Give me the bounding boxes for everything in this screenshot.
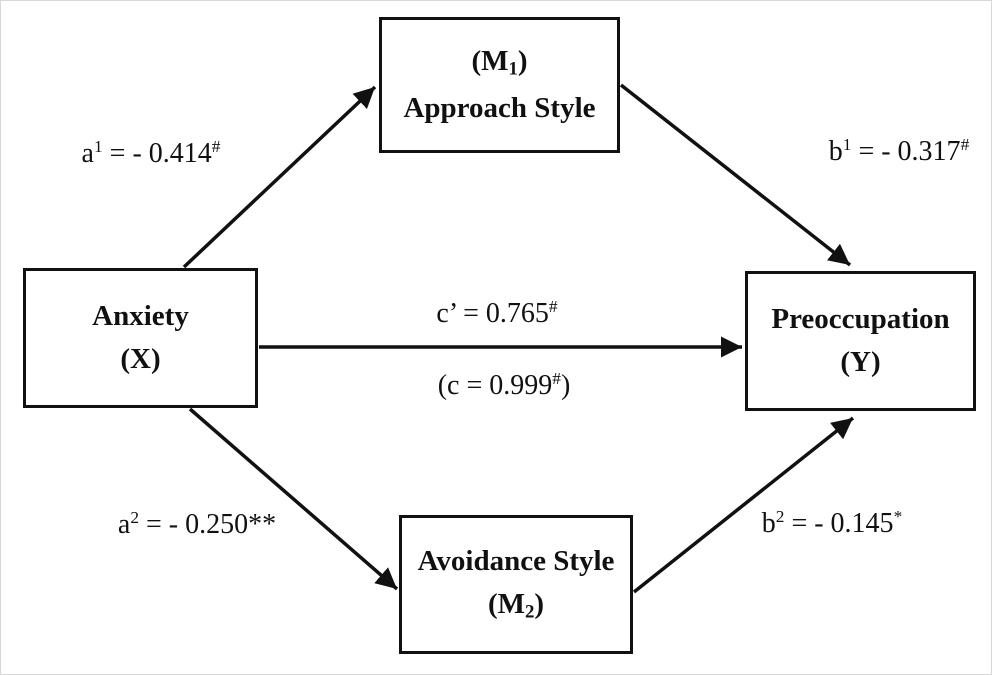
coefficient-a2: a2 = - 0.250** <box>117 508 277 540</box>
box-mediator1-label: Approach Style <box>403 91 596 124</box>
coefficient-a1: a1 = - 0.414# <box>81 137 221 169</box>
box-mediator1-symbol: (M1) <box>471 45 528 80</box>
box-mediator1-approach-style: (M1) Approach Style <box>379 17 620 153</box>
box-predictor-symbol: (X) <box>120 343 161 375</box>
box-outcome-symbol: (Y) <box>840 346 881 378</box>
box-predictor-anxiety: Anxiety (X) <box>23 268 258 408</box>
box-mediator2-avoidance-style: Avoidance Style (M2) <box>399 515 633 654</box>
arrow-x-to-m1 <box>182 85 377 269</box>
box-mediator2-symbol: (M2) <box>487 587 545 623</box>
coefficient-c-total: (c = 0.999#) <box>437 369 571 401</box>
box-outcome-label: Preoccupation <box>771 303 950 335</box>
coefficient-c-prime: c’ = 0.765# <box>436 297 558 329</box>
box-mediator2-label: Avoidance Style <box>417 544 615 577</box>
box-predictor-label: Anxiety <box>92 300 189 332</box>
arrow-x-to-m2 <box>188 407 399 591</box>
coefficient-b2: b2 = - 0.145* <box>761 507 903 539</box>
box-outcome-preoccupation: Preoccupation (Y) <box>745 271 976 411</box>
arrow-m1-to-y <box>619 83 852 267</box>
coefficient-b1: b1 = - 0.317# <box>828 135 970 167</box>
arrow-m2-to-y <box>632 416 855 594</box>
